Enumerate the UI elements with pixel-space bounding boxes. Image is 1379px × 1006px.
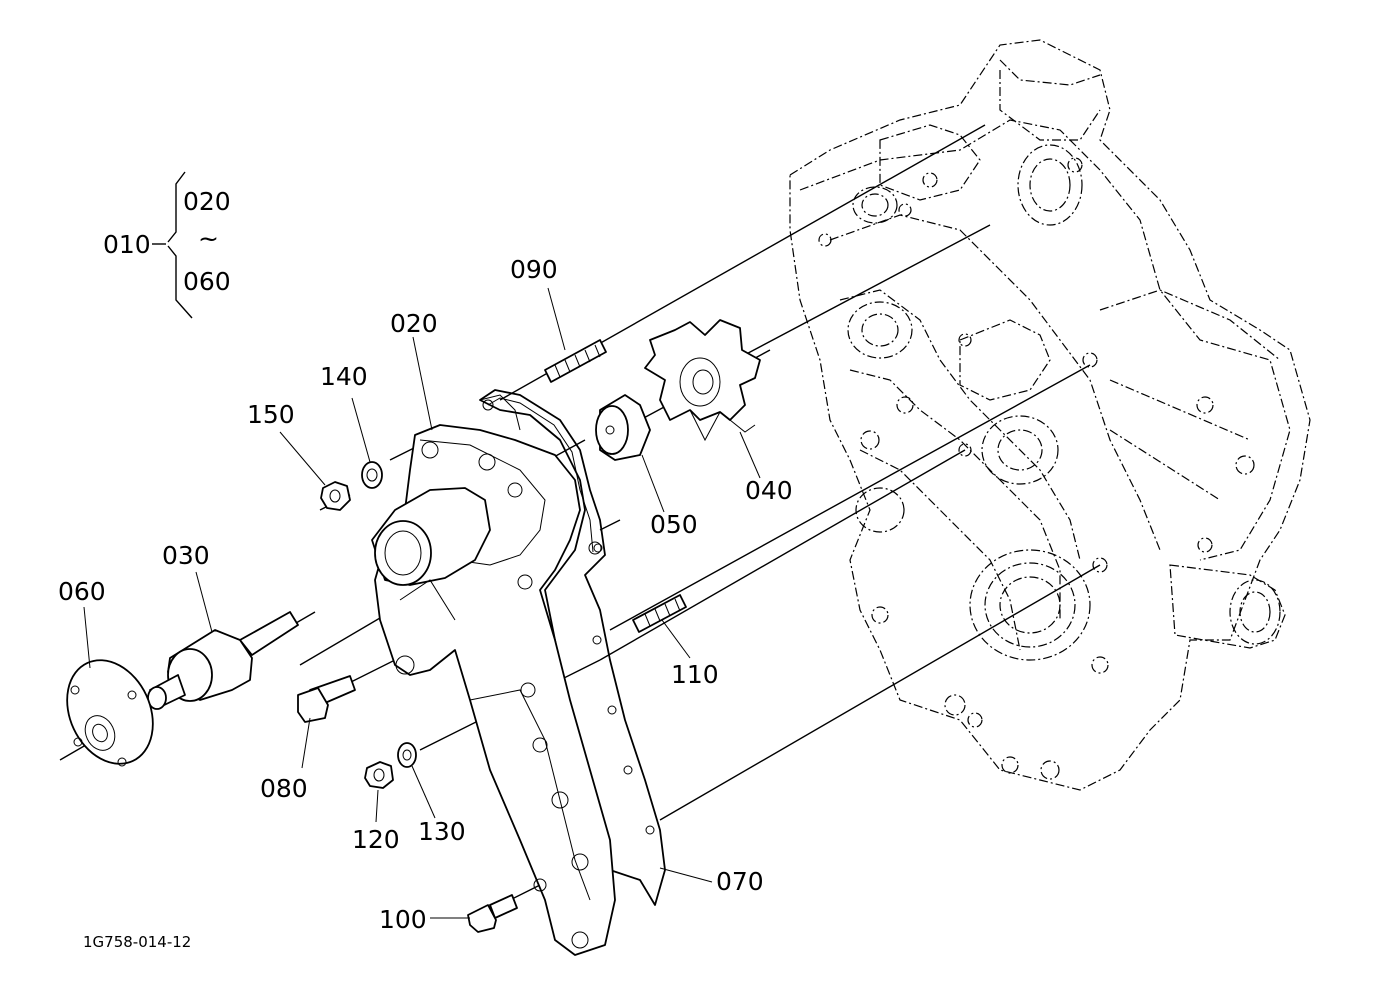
label-part-140: 140 bbox=[320, 362, 368, 391]
label-part-120: 120 bbox=[352, 825, 400, 854]
mechanical-seal bbox=[595, 394, 651, 461]
label-part-150: 150 bbox=[247, 400, 295, 429]
assembly-bracket bbox=[152, 171, 193, 319]
label-part-110: 110 bbox=[671, 660, 719, 689]
impeller bbox=[644, 319, 761, 442]
hex-bolt-100 bbox=[467, 894, 518, 933]
assembly-range-end: 060 bbox=[183, 267, 231, 296]
assembly-range-tilde: ~ bbox=[198, 224, 219, 253]
leader-lines bbox=[83, 287, 761, 919]
stud-bolt-upper bbox=[544, 339, 607, 383]
label-part-060: 060 bbox=[58, 577, 106, 606]
label-part-130: 130 bbox=[418, 817, 466, 846]
drawing-code: 1G758-014-12 bbox=[83, 933, 191, 951]
water-pump-body bbox=[371, 394, 616, 956]
gear-case-housing bbox=[789, 39, 1311, 791]
label-part-020: 020 bbox=[390, 309, 438, 338]
label-part-090: 090 bbox=[510, 255, 558, 284]
hex-nut-120 bbox=[364, 761, 394, 789]
label-part-030: 030 bbox=[162, 541, 210, 570]
label-part-040: 040 bbox=[745, 476, 793, 505]
label-part-100: 100 bbox=[379, 905, 427, 934]
assembly-range-start: 020 bbox=[183, 187, 231, 216]
assembly-label: 010 bbox=[103, 230, 151, 259]
spring-washer-130 bbox=[397, 742, 417, 768]
label-part-080: 080 bbox=[260, 774, 308, 803]
bearing-shaft bbox=[147, 611, 299, 710]
label-part-050: 050 bbox=[650, 510, 698, 539]
label-part-070: 070 bbox=[716, 867, 764, 896]
hex-bolt-080 bbox=[297, 675, 356, 723]
spring-washer-140 bbox=[361, 461, 383, 489]
hex-nut-150 bbox=[320, 481, 351, 511]
stud-bolt-lower bbox=[632, 594, 687, 633]
pump-flange bbox=[66, 659, 154, 767]
